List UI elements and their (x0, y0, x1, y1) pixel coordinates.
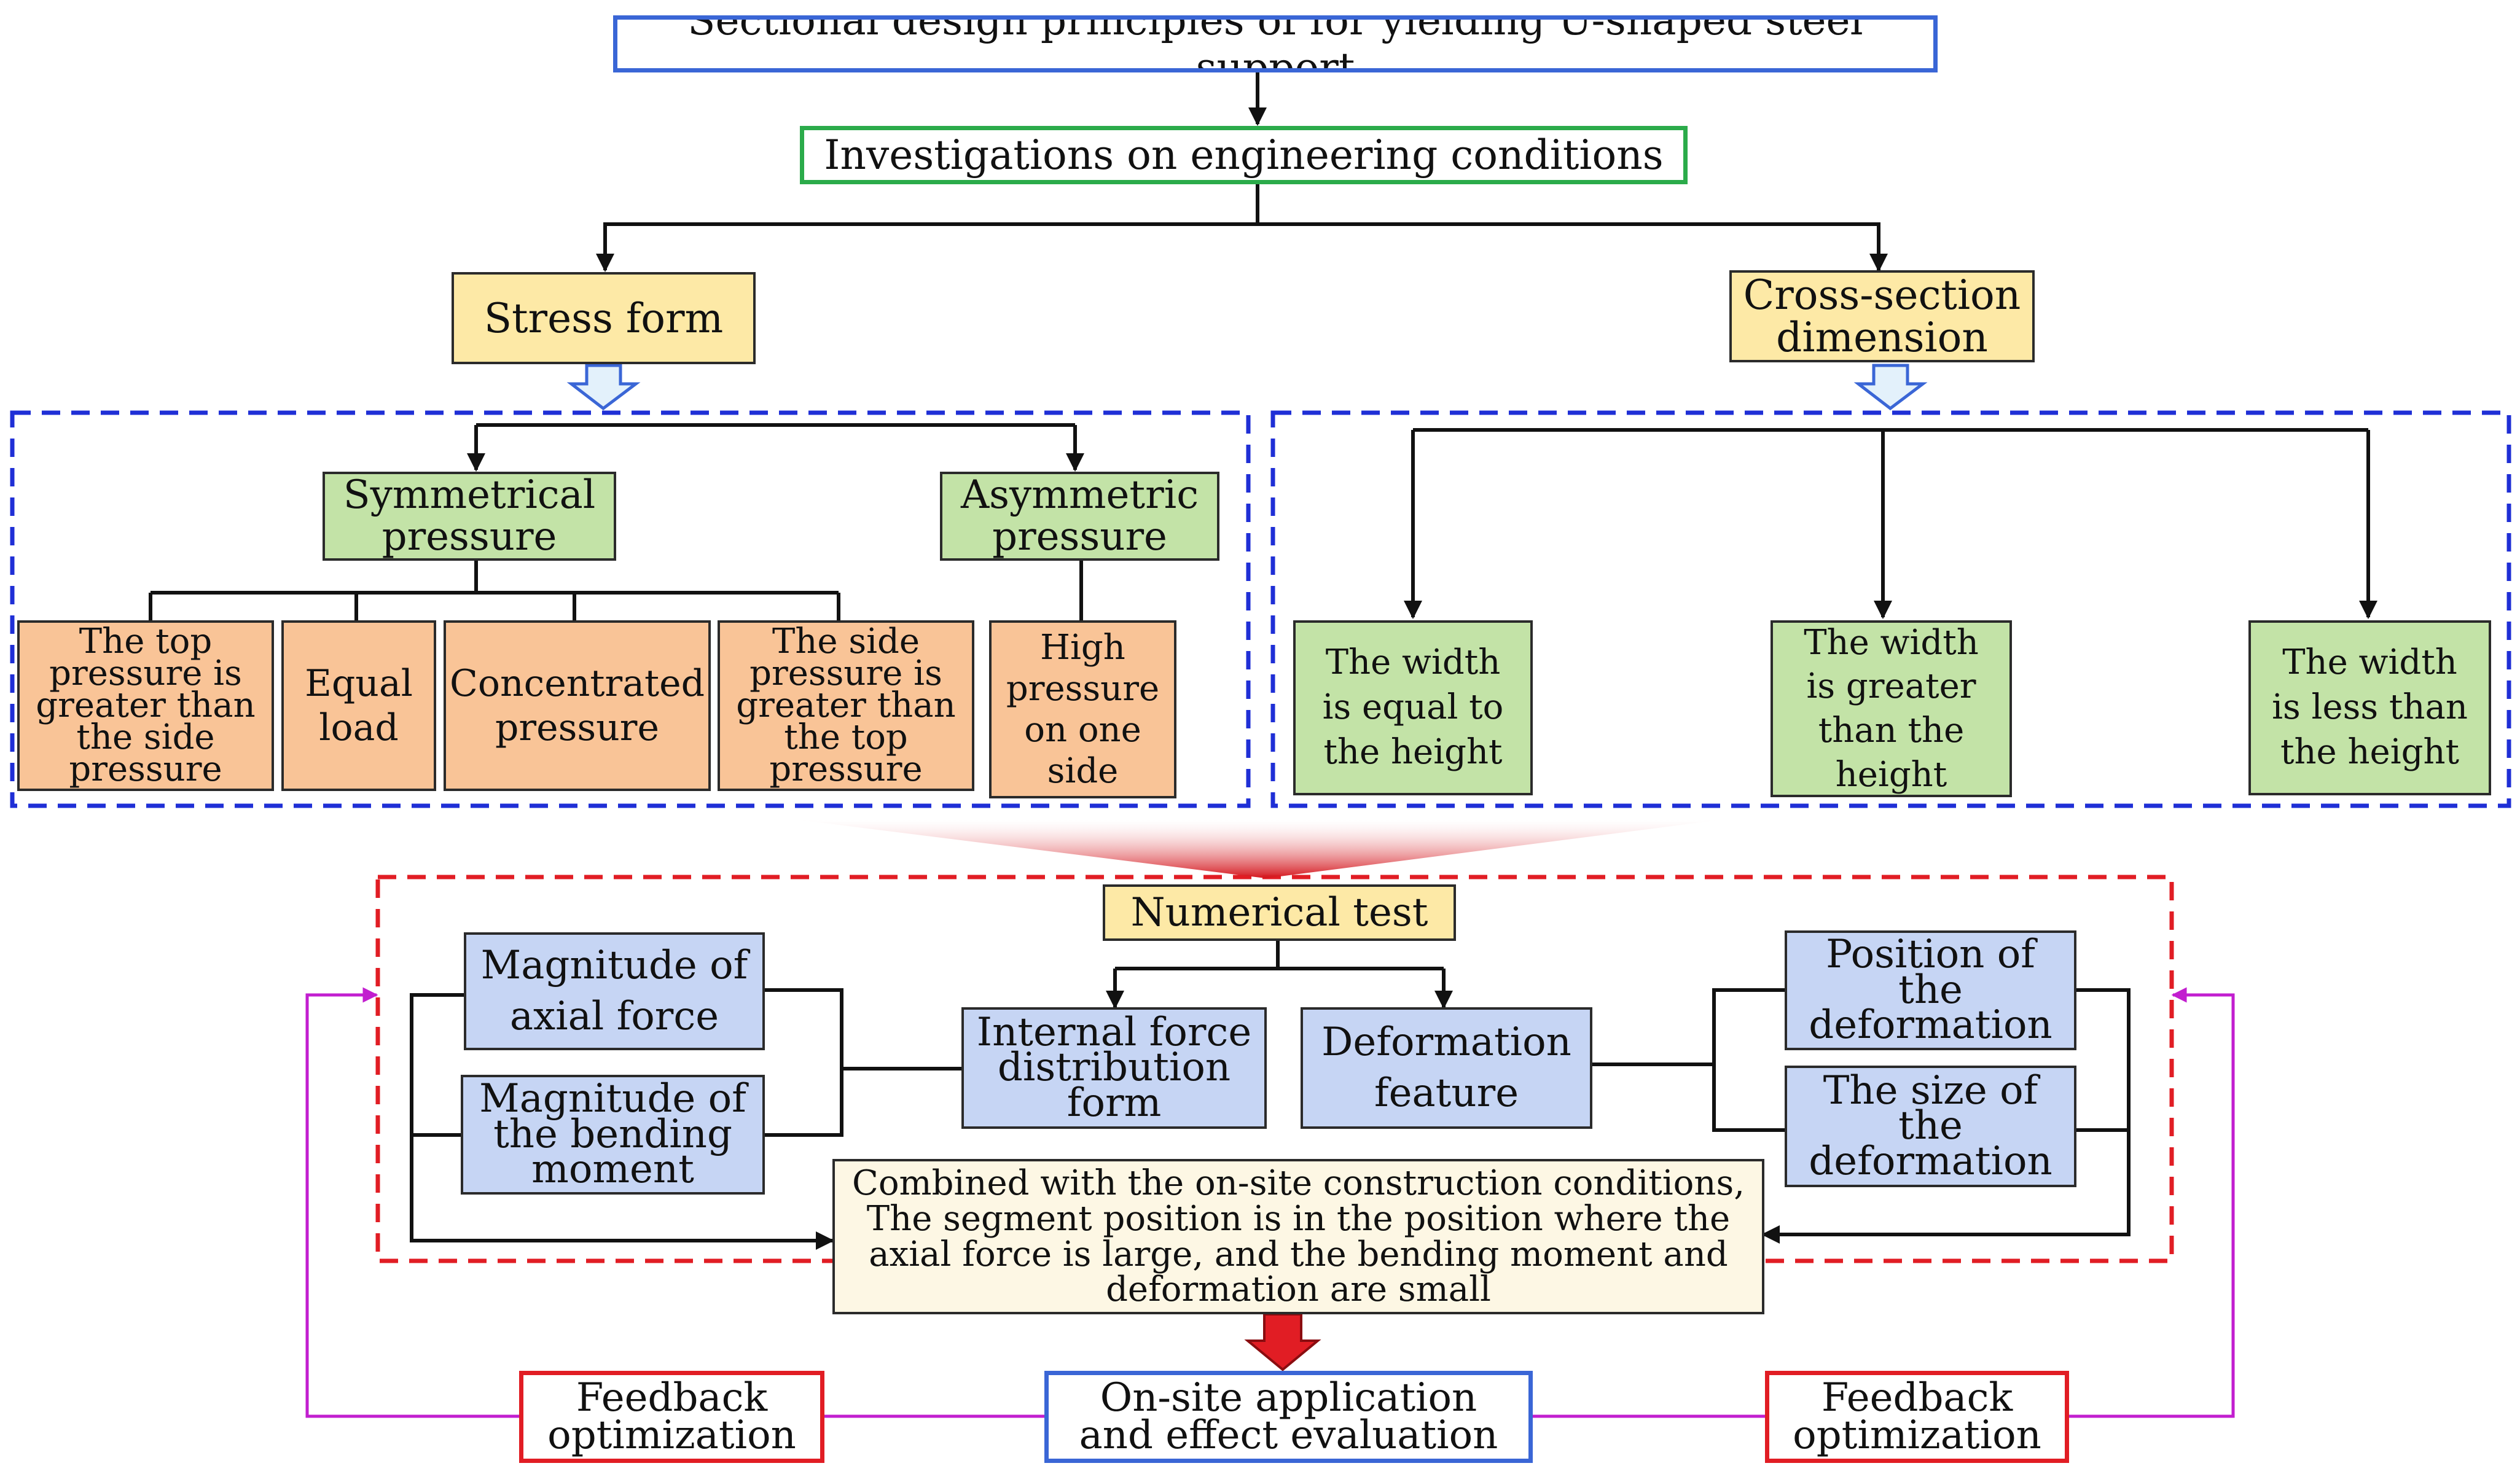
dim-less-box: The width is less than the height (2248, 620, 2491, 795)
investigations-box: Investigations on engineering conditions (800, 126, 1688, 184)
sym-item-top-greater: The top pressure is greater than the sid… (17, 620, 274, 791)
sym-item-equal-load: Equal load (281, 620, 436, 791)
cross-section-down-arrow (1853, 364, 1928, 411)
feedback-right-loop-arrow (2069, 987, 2235, 1418)
bending-moment-text: Magnitude of the bending moment (479, 1076, 746, 1193)
stress-form-text: Stress form (483, 294, 724, 342)
branch-to-stress-arrow (596, 222, 1258, 272)
sym-item-3-text: Concentrated pressure (449, 662, 705, 749)
position-deformation-box: Position of the deformation (1785, 930, 2076, 1050)
size-deformation-box: The size of the deformation (1785, 1066, 2076, 1187)
right-bracket (1712, 988, 1785, 1132)
asymmetric-text: Asymmetric pressure (960, 472, 1199, 560)
left-to-combined-arrow (410, 1135, 834, 1250)
sym-item-1-text: The top pressure is greater than the sid… (36, 621, 256, 790)
numerical-test-text: Numerical test (1130, 890, 1428, 935)
dimension-group-frame (1270, 410, 2511, 808)
onsite-application-box: On-site application and effect evaluatio… (1044, 1371, 1533, 1463)
stress-group-frame (10, 410, 1251, 808)
deformation-feature-box: Deformation feature (1301, 1007, 1592, 1129)
right-outer-bracket (2076, 988, 2131, 1132)
feedback-left-loop-arrow (305, 987, 519, 1418)
internal-force-box: Internal force distribution form (961, 1007, 1267, 1129)
feedback-left-text: Feedback optimization (547, 1375, 796, 1458)
combined-conditions-text: Combined with the on-site construction c… (851, 1163, 1745, 1310)
feedback-left-box: Feedback optimization (519, 1371, 824, 1463)
title-text: Sectional design principles of for yield… (687, 15, 1863, 72)
position-deformation-text: Position of the deformation (1809, 932, 2052, 1048)
dim-equal-text: The width is equal to the height (1322, 642, 1504, 772)
sym-item-2-text: Equal load (305, 662, 413, 749)
dim-less-text: The width is less than the height (2272, 642, 2468, 772)
branch-to-cross-section-arrow (1258, 222, 1888, 272)
feedback-right-box: Feedback optimization (1765, 1371, 2069, 1463)
asym-item-one-side: High pressure on one side (989, 620, 1176, 798)
internal-force-text: Internal force distribution form (976, 1009, 1252, 1126)
dim-greater-box: The width is greater than the height (1771, 620, 2012, 797)
title-box: Sectional design principles of for yield… (613, 15, 1938, 72)
cross-section-text: Cross-section dimension (1743, 271, 2021, 361)
stress-form-box: Stress form (452, 272, 756, 364)
funnel-shape (799, 820, 1720, 878)
axial-force-box: Magnitude of axial force (464, 932, 765, 1050)
feedback-right-text: Feedback optimization (1793, 1375, 2041, 1458)
symmetrical-text: Symmetrical pressure (343, 472, 596, 560)
stress-down-arrow (566, 364, 641, 411)
sym-item-side-greater: The side pressure is greater than the to… (718, 620, 974, 791)
combined-conditions-box: Combined with the on-site construction c… (832, 1159, 1764, 1314)
numerical-test-box: Numerical test (1103, 884, 1456, 941)
investigations-text: Investigations on engineering conditions (824, 131, 1664, 179)
bending-moment-box: Magnitude of the bending moment (461, 1075, 765, 1195)
size-deformation-text: The size of the deformation (1809, 1067, 2052, 1184)
red-down-arrow (1244, 1313, 1321, 1371)
deformation-feature-text: Deformation feature (1321, 1019, 1571, 1116)
symmetrical-box: Symmetrical pressure (323, 472, 616, 561)
cross-section-box: Cross-section dimension (1729, 270, 2035, 362)
left-bracket (765, 988, 843, 1137)
dim-greater-text: The width is greater than the height (1804, 622, 1979, 795)
axial-force-text: Magnitude of axial force (480, 942, 748, 1039)
sym-item-4-text: The side pressure is greater than the to… (736, 621, 956, 790)
left-outer-bracket (410, 993, 464, 1137)
sym-item-concentrated: Concentrated pressure (444, 620, 711, 791)
asym-item-text: High pressure on one side (1006, 627, 1160, 792)
onsite-application-text: On-site application and effect evaluatio… (1079, 1375, 1498, 1458)
asymmetric-box: Asymmetric pressure (940, 472, 1219, 561)
right-to-combined-arrow (1761, 1130, 2131, 1244)
dim-equal-box: The width is equal to the height (1293, 620, 1533, 795)
